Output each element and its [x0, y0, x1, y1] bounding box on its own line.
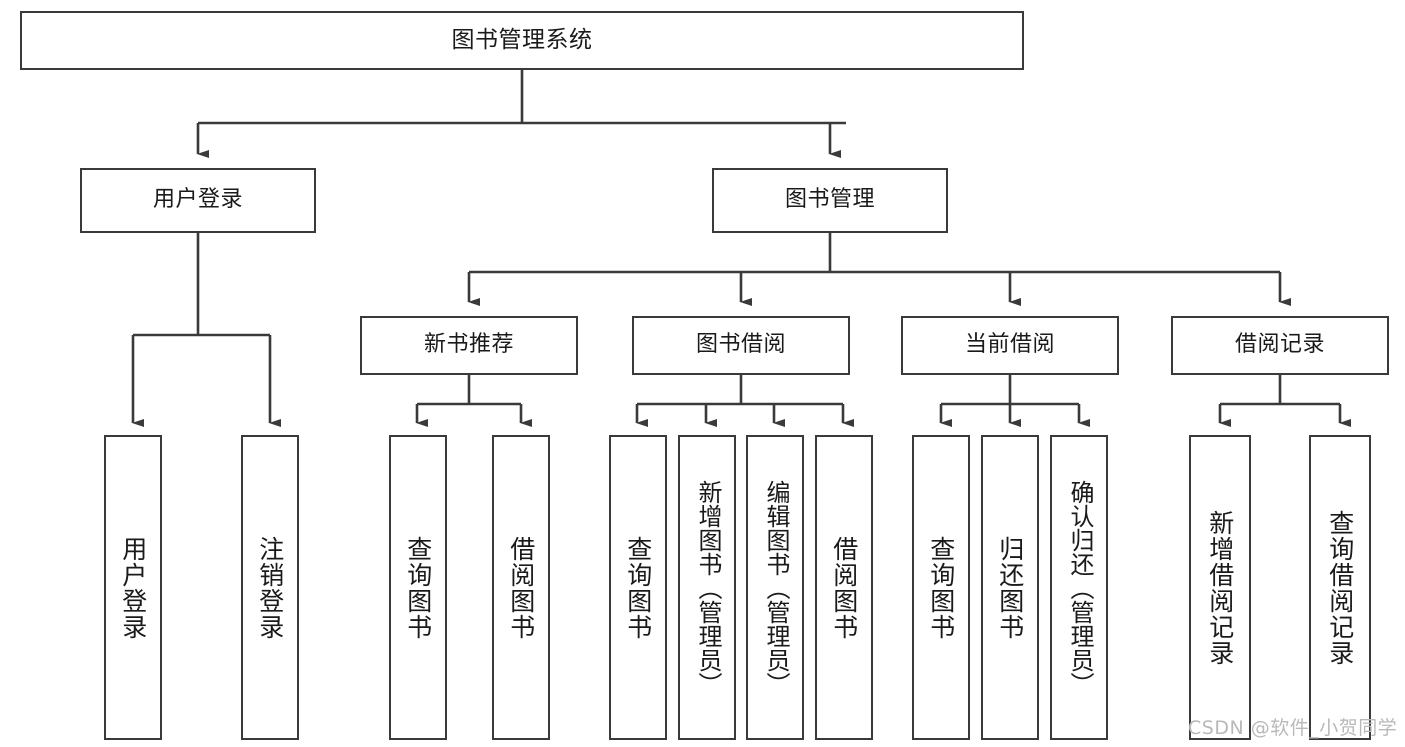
node-label: 确认归还（管理员） [1065, 479, 1094, 696]
node-label: 用户登录 [118, 535, 148, 640]
node-label: 查询图书 [926, 535, 956, 640]
node-user-login[interactable]: 用户登录 [80, 168, 316, 233]
node-label: 图书借阅 [695, 332, 786, 358]
node-label: 查询图书 [623, 535, 653, 640]
leaf-node-borrow-book[interactable]: 借阅图书 [815, 435, 873, 740]
node-label: 新书推荐 [423, 332, 514, 358]
leaf-node-query-book-current[interactable]: 查询图书 [912, 435, 970, 740]
node-book-management[interactable]: 图书管理 [712, 168, 948, 233]
leaf-node-return-book[interactable]: 归还图书 [981, 435, 1039, 740]
node-label: 归还图书 [995, 535, 1025, 640]
leaf-node-add-borrow-record[interactable]: 新增借阅记录 [1189, 435, 1251, 740]
node-label: 查询借阅记录 [1325, 509, 1355, 666]
leaf-node-borrow-book-newbook[interactable]: 借阅图书 [492, 435, 550, 740]
node-label: 注销登录 [255, 535, 285, 640]
node-book-borrow[interactable]: 图书借阅 [632, 316, 850, 375]
leaf-node-query-book-borrow[interactable]: 查询图书 [609, 435, 667, 740]
leaf-node-edit-book-admin[interactable]: 编辑图书（管理员） [746, 435, 804, 740]
node-label: 用户登录 [152, 187, 243, 213]
leaf-node-add-book-admin[interactable]: 新增图书（管理员） [678, 435, 736, 740]
leaf-node-confirm-return-admin[interactable]: 确认归还（管理员） [1050, 435, 1108, 740]
leaf-node-user-login[interactable]: 用户登录 [104, 435, 162, 740]
node-label: 图书管理系统 [451, 26, 593, 53]
node-label: 编辑图书（管理员） [761, 479, 790, 696]
node-borrow-record[interactable]: 借阅记录 [1171, 316, 1389, 375]
leaf-node-query-book-newbook[interactable]: 查询图书 [389, 435, 447, 740]
node-label: 图书管理 [784, 187, 875, 213]
node-root-book-management-system[interactable]: 图书管理系统 [20, 11, 1024, 70]
node-current-borrow[interactable]: 当前借阅 [901, 316, 1119, 375]
node-new-book-recommend[interactable]: 新书推荐 [360, 316, 578, 375]
node-label: 新增图书（管理员） [693, 479, 722, 696]
node-label: 新增借阅记录 [1205, 509, 1235, 666]
node-label: 借阅图书 [506, 535, 536, 640]
node-label: 借阅图书 [829, 535, 859, 640]
node-label: 当前借阅 [964, 332, 1055, 358]
csdn-watermark: CSDN @软件_小贺同学 [1188, 717, 1398, 739]
node-label: 查询图书 [403, 535, 433, 640]
leaf-node-logout[interactable]: 注销登录 [241, 435, 299, 740]
node-label: 借阅记录 [1234, 332, 1325, 358]
leaf-node-query-borrow-record[interactable]: 查询借阅记录 [1309, 435, 1371, 740]
